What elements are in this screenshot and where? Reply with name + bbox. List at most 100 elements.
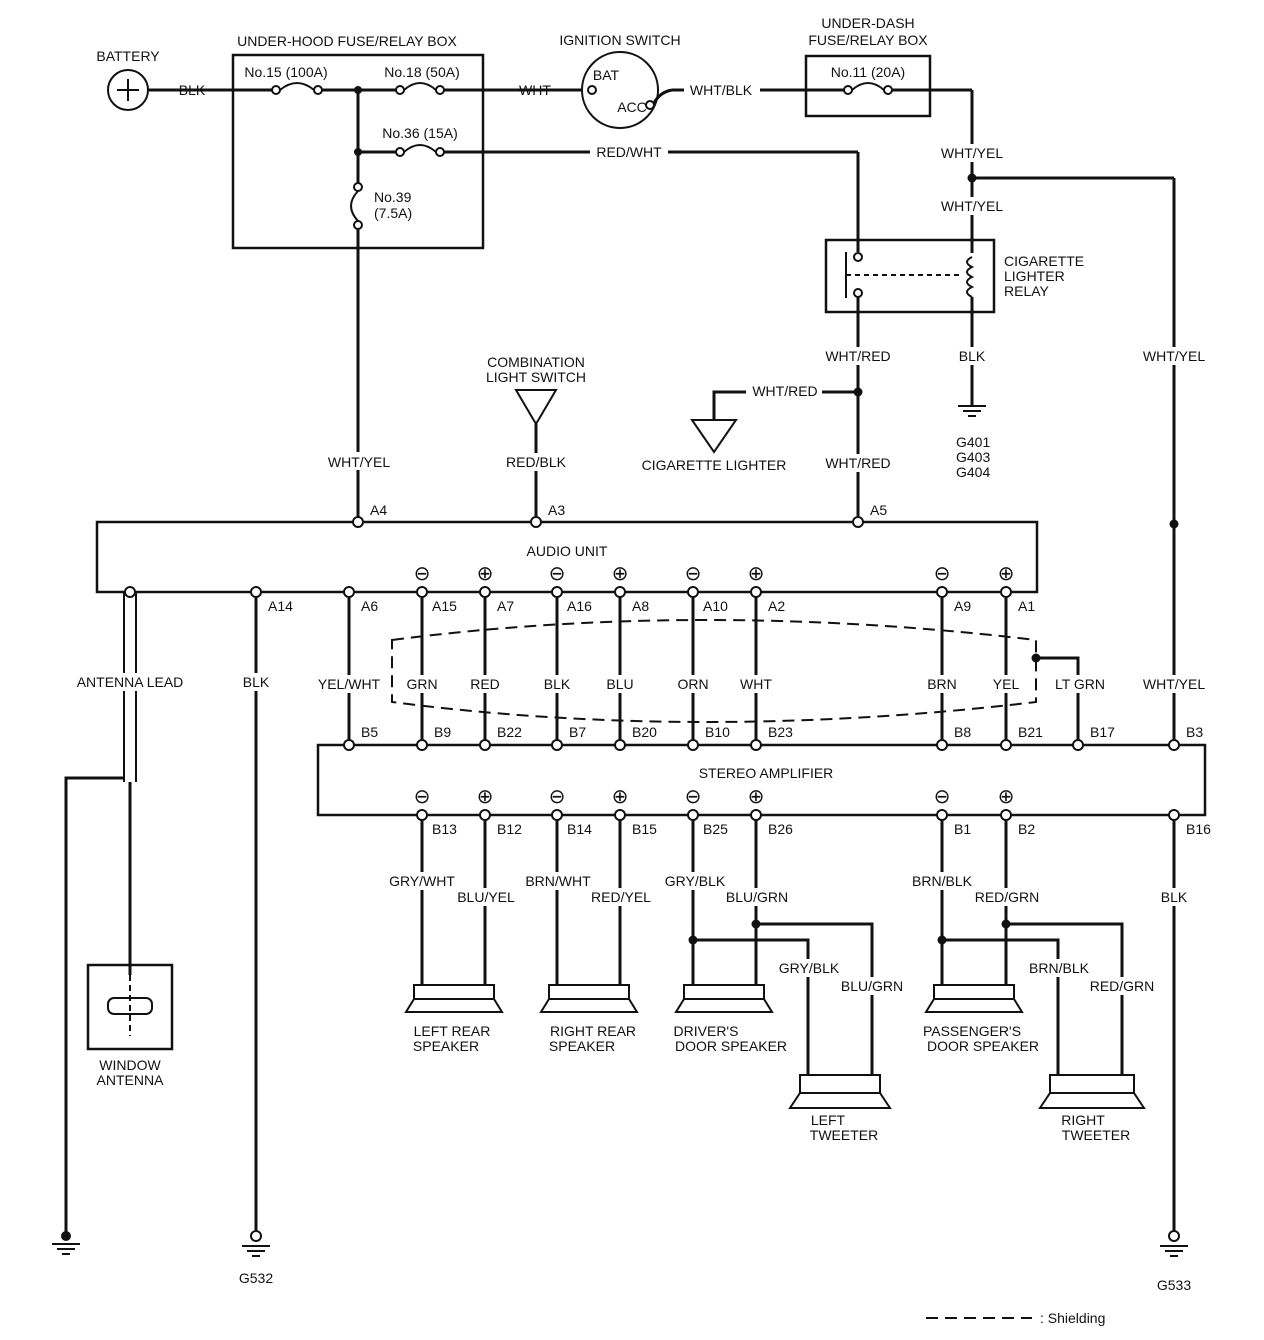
wire-label-yel: YEL [993,676,1020,692]
pin-label-b5: B5 [361,724,378,740]
pin-label-b21: B21 [1018,724,1043,740]
antenna-lead-label: ANTENNA LEAD [77,674,184,690]
polarity-minus-b1: ⊖ [934,786,951,808]
pin-label-b17: B17 [1090,724,1115,740]
wire-label-wht-red-a5: WHT/RED [825,455,890,471]
wire-blu-grn-tweeter [756,922,874,1075]
ignition-acc-label: ACC [617,99,647,115]
wire-label-yel-wht: YEL/WHT [318,676,381,692]
wire-label-wht-yel-2: WHT/YEL [941,198,1003,214]
right-tweeter-label-2: TWEETER [1062,1127,1130,1143]
pin-a5 [852,516,864,528]
pin-label-b23: B23 [768,724,793,740]
window-antenna-label-2: ANTENNA [97,1072,165,1088]
wire-label-wht-yel-a4: WHT/YEL [328,454,390,470]
right-tweeter: RIGHT TWEETER [1038,1074,1146,1143]
combo-switch-label-1: COMBINATION [487,354,585,370]
fuse-36 [395,144,445,157]
pin-b17 [1072,739,1084,751]
pin-label-b20: B20 [632,724,657,740]
stereo-amplifier-label: STEREO AMPLIFIER [699,765,834,781]
pin-a7 [479,586,491,598]
ignition-switch-label: IGNITION SWITCH [559,32,680,48]
wire-gry-blk-tweeter [693,938,810,1075]
ground-antenna [52,1243,80,1255]
wire-label-red-grn-b2: RED/GRN [975,889,1040,905]
right-tweeter-label-1: RIGHT [1061,1112,1105,1128]
pin-a4 [352,516,364,528]
wire-label-lt-grn: LT GRN [1055,676,1105,692]
pin-b8 [936,739,948,751]
wire-label-grn: GRN [406,676,437,692]
fuse-39-label-2: (7.5A) [374,205,412,221]
polarity-plus-a2: ⊕ [748,563,765,585]
pin-b16 [1168,809,1180,821]
fuse-18-label: No.18 (50A) [384,64,459,80]
pin-label-a15: A15 [432,598,457,614]
drivers-door-speaker: DRIVER'S DOOR SPEAKER [674,984,787,1054]
pin-label-b16: B16 [1186,821,1211,837]
pin-label-b14: B14 [567,821,592,837]
polarity-plus-a8: ⊕ [612,563,629,585]
window-antenna-label-1: WINDOW [99,1057,161,1073]
pin-a2 [750,586,762,598]
pin-a14 [250,586,262,598]
pin-label-b10: B10 [705,724,730,740]
pin-a9 [936,586,948,598]
polarity-minus-b14: ⊖ [549,786,566,808]
wire-brn-blk-tweeter [942,938,1060,1075]
ground-label-g403: G403 [956,449,990,465]
wire-label-wht-a2: WHT [740,676,772,692]
pin-label-b8: B8 [954,724,971,740]
wire-label-blk-a14: BLK [243,674,270,690]
fuse-18 [395,82,445,95]
fuse-15-label: No.15 (100A) [244,64,327,80]
wire-label-brn-wht: BRN/WHT [525,873,591,889]
relay-label-2: LIGHTER [1004,268,1065,284]
right-rear-speaker-label-1: RIGHT REAR [550,1023,636,1039]
wire-label-wht: WHT [519,82,551,98]
ground-g401 [958,405,986,417]
wire-label-blu-grn-tweeter: BLU/GRN [841,978,903,994]
pin-label-a6: A6 [361,598,378,614]
battery: BATTERY [96,48,160,111]
pin-label-a9: A9 [954,598,971,614]
wire-label-blk-battery: BLK [179,82,206,98]
pin-b9 [416,739,428,751]
underdash-box-label-1: UNDER-DASH [821,15,914,31]
pin-label-a5: A5 [870,502,887,518]
left-rear-speaker: LEFT REAR SPEAKER [404,984,504,1054]
wire-label-wht-yel-1: WHT/YEL [941,145,1003,161]
left-tweeter-label-1: LEFT [811,1112,846,1128]
fuse-39-label-1: No.39 [374,189,412,205]
wire-red-grn-tweeter [1006,922,1124,1075]
right-rear-speaker-label-2: SPEAKER [549,1038,615,1054]
pin-b15 [614,809,626,821]
pin-label-b12: B12 [497,821,522,837]
cigarette-lighter: CIGARETTE LIGHTER [642,419,786,473]
wire-label-blk-a16: BLK [544,676,571,692]
pin-b21 [1000,739,1012,751]
pin-b7 [551,739,563,751]
pin-a3 [530,516,542,528]
wire-label-gry-wht: GRY/WHT [389,873,455,889]
pin-label-b9: B9 [434,724,451,740]
pin-label-a3: A3 [548,502,565,518]
combination-light-switch: COMBINATION LIGHT SWITCH [486,354,586,426]
audio-unit: AUDIO UNIT [95,520,1039,594]
wire-label-red-blk: RED/BLK [506,454,567,470]
fuse-15 [271,82,323,95]
wire-label-gry-blk-tweeter: GRY/BLK [779,960,840,976]
wire-label-blu: BLU [606,676,633,692]
shielding-legend: : Shielding [926,1310,1105,1326]
pin-label-a4: A4 [370,502,387,518]
fuse-39 [350,182,363,230]
pin-a10 [687,586,699,598]
polarity-plus-b2: ⊕ [998,786,1015,808]
ground-label-g404: G404 [956,464,990,480]
drivers-door-speaker-label-1: DRIVER'S [674,1023,739,1039]
underhood-box-label: UNDER-HOOD FUSE/RELAY BOX [237,33,457,49]
wire-label-wht-red-lighter: WHT/RED [752,383,817,399]
wire-label-blk-relay: BLK [959,348,986,364]
pin-a6 [343,586,355,598]
